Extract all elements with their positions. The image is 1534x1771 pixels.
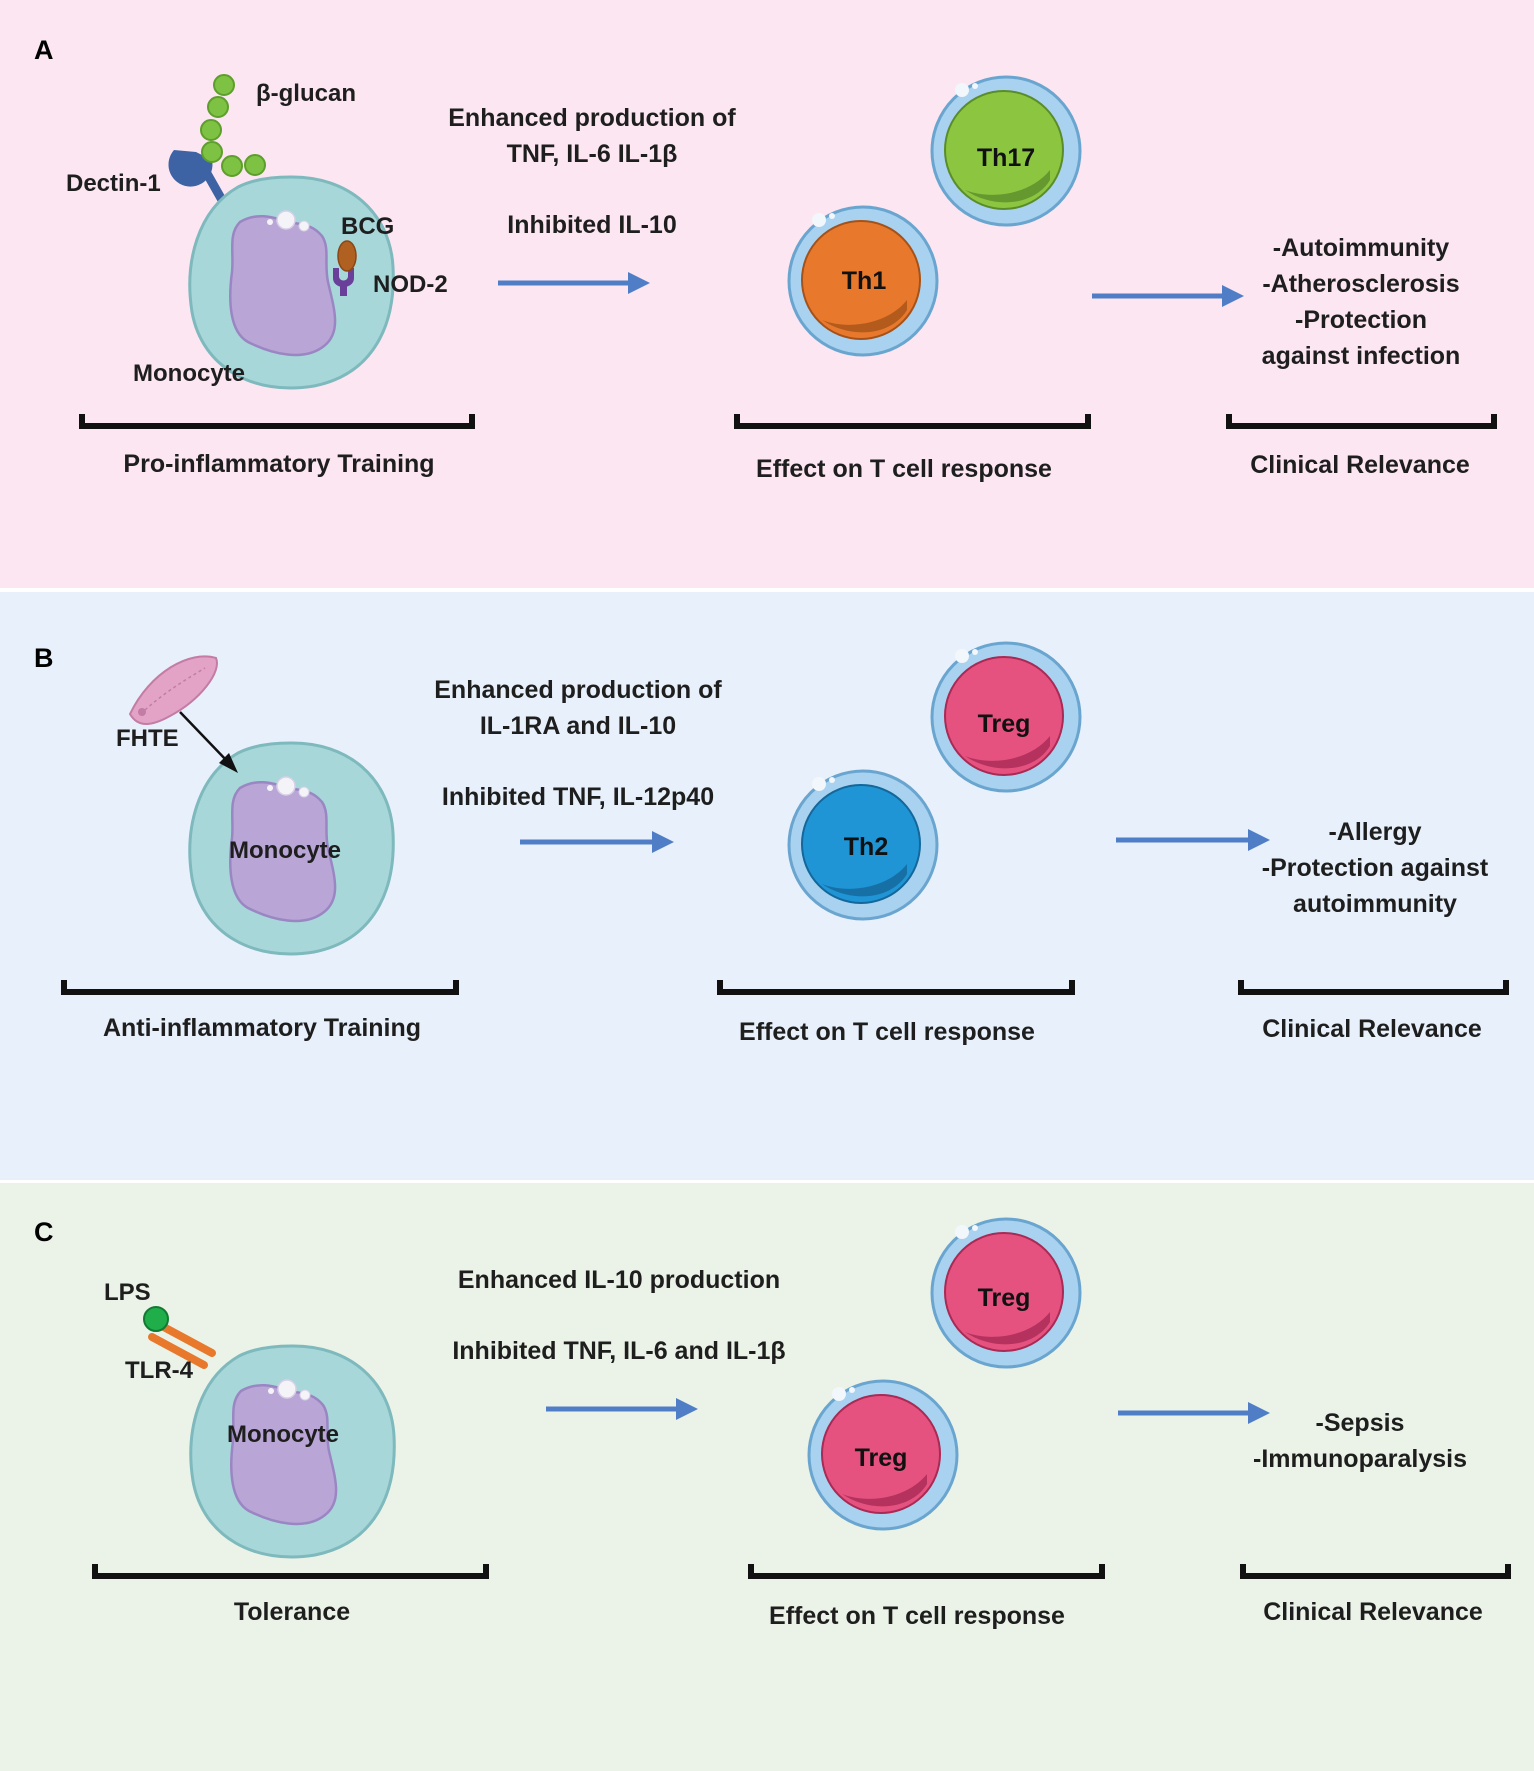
cytokine-text: Enhanced production of xyxy=(434,676,722,704)
bracket xyxy=(1240,1564,1511,1579)
cytokine-text: IL-1RA and IL-10 xyxy=(479,712,677,740)
t-cell-label: Treg xyxy=(854,1444,908,1472)
bracket xyxy=(1226,414,1497,429)
caption: Clinical Relevance xyxy=(1262,1015,1482,1043)
panel-letter: B xyxy=(34,643,54,673)
tlr4-label: TLR-4 xyxy=(125,1357,193,1384)
cytokine-text: TNF, IL-6 IL-1β xyxy=(506,140,678,168)
bracket xyxy=(61,980,459,995)
t-cell-label: Th17 xyxy=(976,144,1036,172)
clinical-item: against infection xyxy=(1261,342,1461,370)
caption: Pro-inflammatory Training xyxy=(123,450,435,478)
monocyte-label: Monocyte xyxy=(227,1421,340,1448)
t-cell-label: Th2 xyxy=(843,833,889,861)
fhte-label: FHTE xyxy=(116,725,179,752)
panel-letter: A xyxy=(34,35,54,65)
th1-cell-icon xyxy=(787,205,939,357)
panel-tolerance: C LPS TLR-4 Monocyte Enhanced IL-10 prod… xyxy=(0,1183,1534,1771)
cytokine-text: Inhibited TNF, IL-12p40 xyxy=(441,783,715,811)
caption: Effect on T cell response xyxy=(769,1602,1065,1630)
clinical-item: -Immunoparalysis xyxy=(1253,1445,1467,1473)
arrow-icon xyxy=(1118,1402,1270,1424)
monocyte-cell-icon xyxy=(189,1344,396,1559)
panel-c-artwork xyxy=(0,1183,1534,1771)
treg-cell-icon xyxy=(930,641,1082,793)
panel-letter: C xyxy=(34,1217,54,1247)
beta-glucan-label: β-glucan xyxy=(256,80,356,107)
th17-cell-icon xyxy=(930,75,1082,227)
tlr4-receptor-icon xyxy=(148,1321,216,1369)
dectin1-receptor-icon xyxy=(168,150,227,205)
bracket xyxy=(717,980,1075,995)
clinical-item: -Allergy xyxy=(1328,818,1422,846)
clinical-item: -Sepsis xyxy=(1315,1409,1405,1437)
clinical-item: -Atherosclerosis xyxy=(1262,270,1460,298)
clinical-item: -Protection xyxy=(1295,306,1427,334)
fhte-parasite-icon xyxy=(128,655,218,725)
cytokine-text: Inhibited IL-10 xyxy=(507,211,677,239)
bracket xyxy=(748,1564,1105,1579)
bracket xyxy=(734,414,1091,429)
clinical-relevance-list: -Sepsis -Immunoparalysis xyxy=(1253,1405,1467,1477)
caption: Anti-inflammatory Training xyxy=(102,1014,422,1042)
cytokine-text: Inhibited TNF, IL-6 and IL-1β xyxy=(452,1337,786,1365)
dectin1-label: Dectin-1 xyxy=(66,170,161,197)
t-cell-label: Treg xyxy=(977,1284,1031,1312)
arrow-icon xyxy=(498,272,650,294)
t-cell-label: Th1 xyxy=(841,267,887,295)
lps-icon xyxy=(143,1306,169,1332)
cytokine-text: Enhanced IL-10 production xyxy=(457,1266,781,1294)
panel-b-artwork xyxy=(0,592,1534,1180)
th2-cell-icon xyxy=(787,769,939,921)
arrow-icon xyxy=(546,1398,698,1420)
beta-glucan-icon xyxy=(200,74,266,177)
cytokine-text: Enhanced production of xyxy=(448,104,736,132)
caption: Effect on T cell response xyxy=(739,1018,1035,1046)
nod2-label: NOD-2 xyxy=(373,271,448,298)
lps-label: LPS xyxy=(104,1279,151,1306)
clinical-item: autoimmunity xyxy=(1293,890,1457,918)
monocyte-cell-icon xyxy=(188,175,395,390)
caption: Clinical Relevance xyxy=(1250,451,1470,479)
clinical-item: -Autoimmunity xyxy=(1272,234,1450,262)
caption: Clinical Relevance xyxy=(1263,1598,1483,1626)
panel-a-artwork xyxy=(0,0,1534,588)
bcg-icon xyxy=(337,240,357,272)
treg-cell-icon xyxy=(807,1379,959,1531)
bracket xyxy=(92,1564,489,1579)
clinical-relevance-list: -Allergy -Protection against autoimmunit… xyxy=(1262,814,1488,922)
arrow-icon xyxy=(1116,829,1270,851)
pointer-arrow-icon xyxy=(179,711,238,773)
t-cell-label: Treg xyxy=(977,710,1031,738)
nod2-receptor-icon xyxy=(333,268,354,296)
caption: Effect on T cell response xyxy=(756,455,1052,483)
caption: Tolerance xyxy=(233,1598,351,1626)
bracket xyxy=(1238,980,1509,995)
bcg-label: BCG xyxy=(341,213,395,240)
treg-cell-icon xyxy=(930,1217,1082,1369)
clinical-relevance-list: -Autoimmunity -Atherosclerosis -Protecti… xyxy=(1262,230,1461,374)
panel-anti-inflammatory: B FHTE Monocyte Enhanced production of I… xyxy=(0,592,1534,1180)
bracket xyxy=(79,414,475,429)
arrow-icon xyxy=(520,831,674,853)
monocyte-label: Monocyte xyxy=(133,360,246,387)
panel-pro-inflammatory: A β-glucan Dectin-1 BCG NOD-2 Monocyte E… xyxy=(0,0,1534,588)
clinical-item: -Protection against xyxy=(1261,854,1489,882)
arrow-icon xyxy=(1092,285,1244,307)
monocyte-label: Monocyte xyxy=(229,837,342,864)
